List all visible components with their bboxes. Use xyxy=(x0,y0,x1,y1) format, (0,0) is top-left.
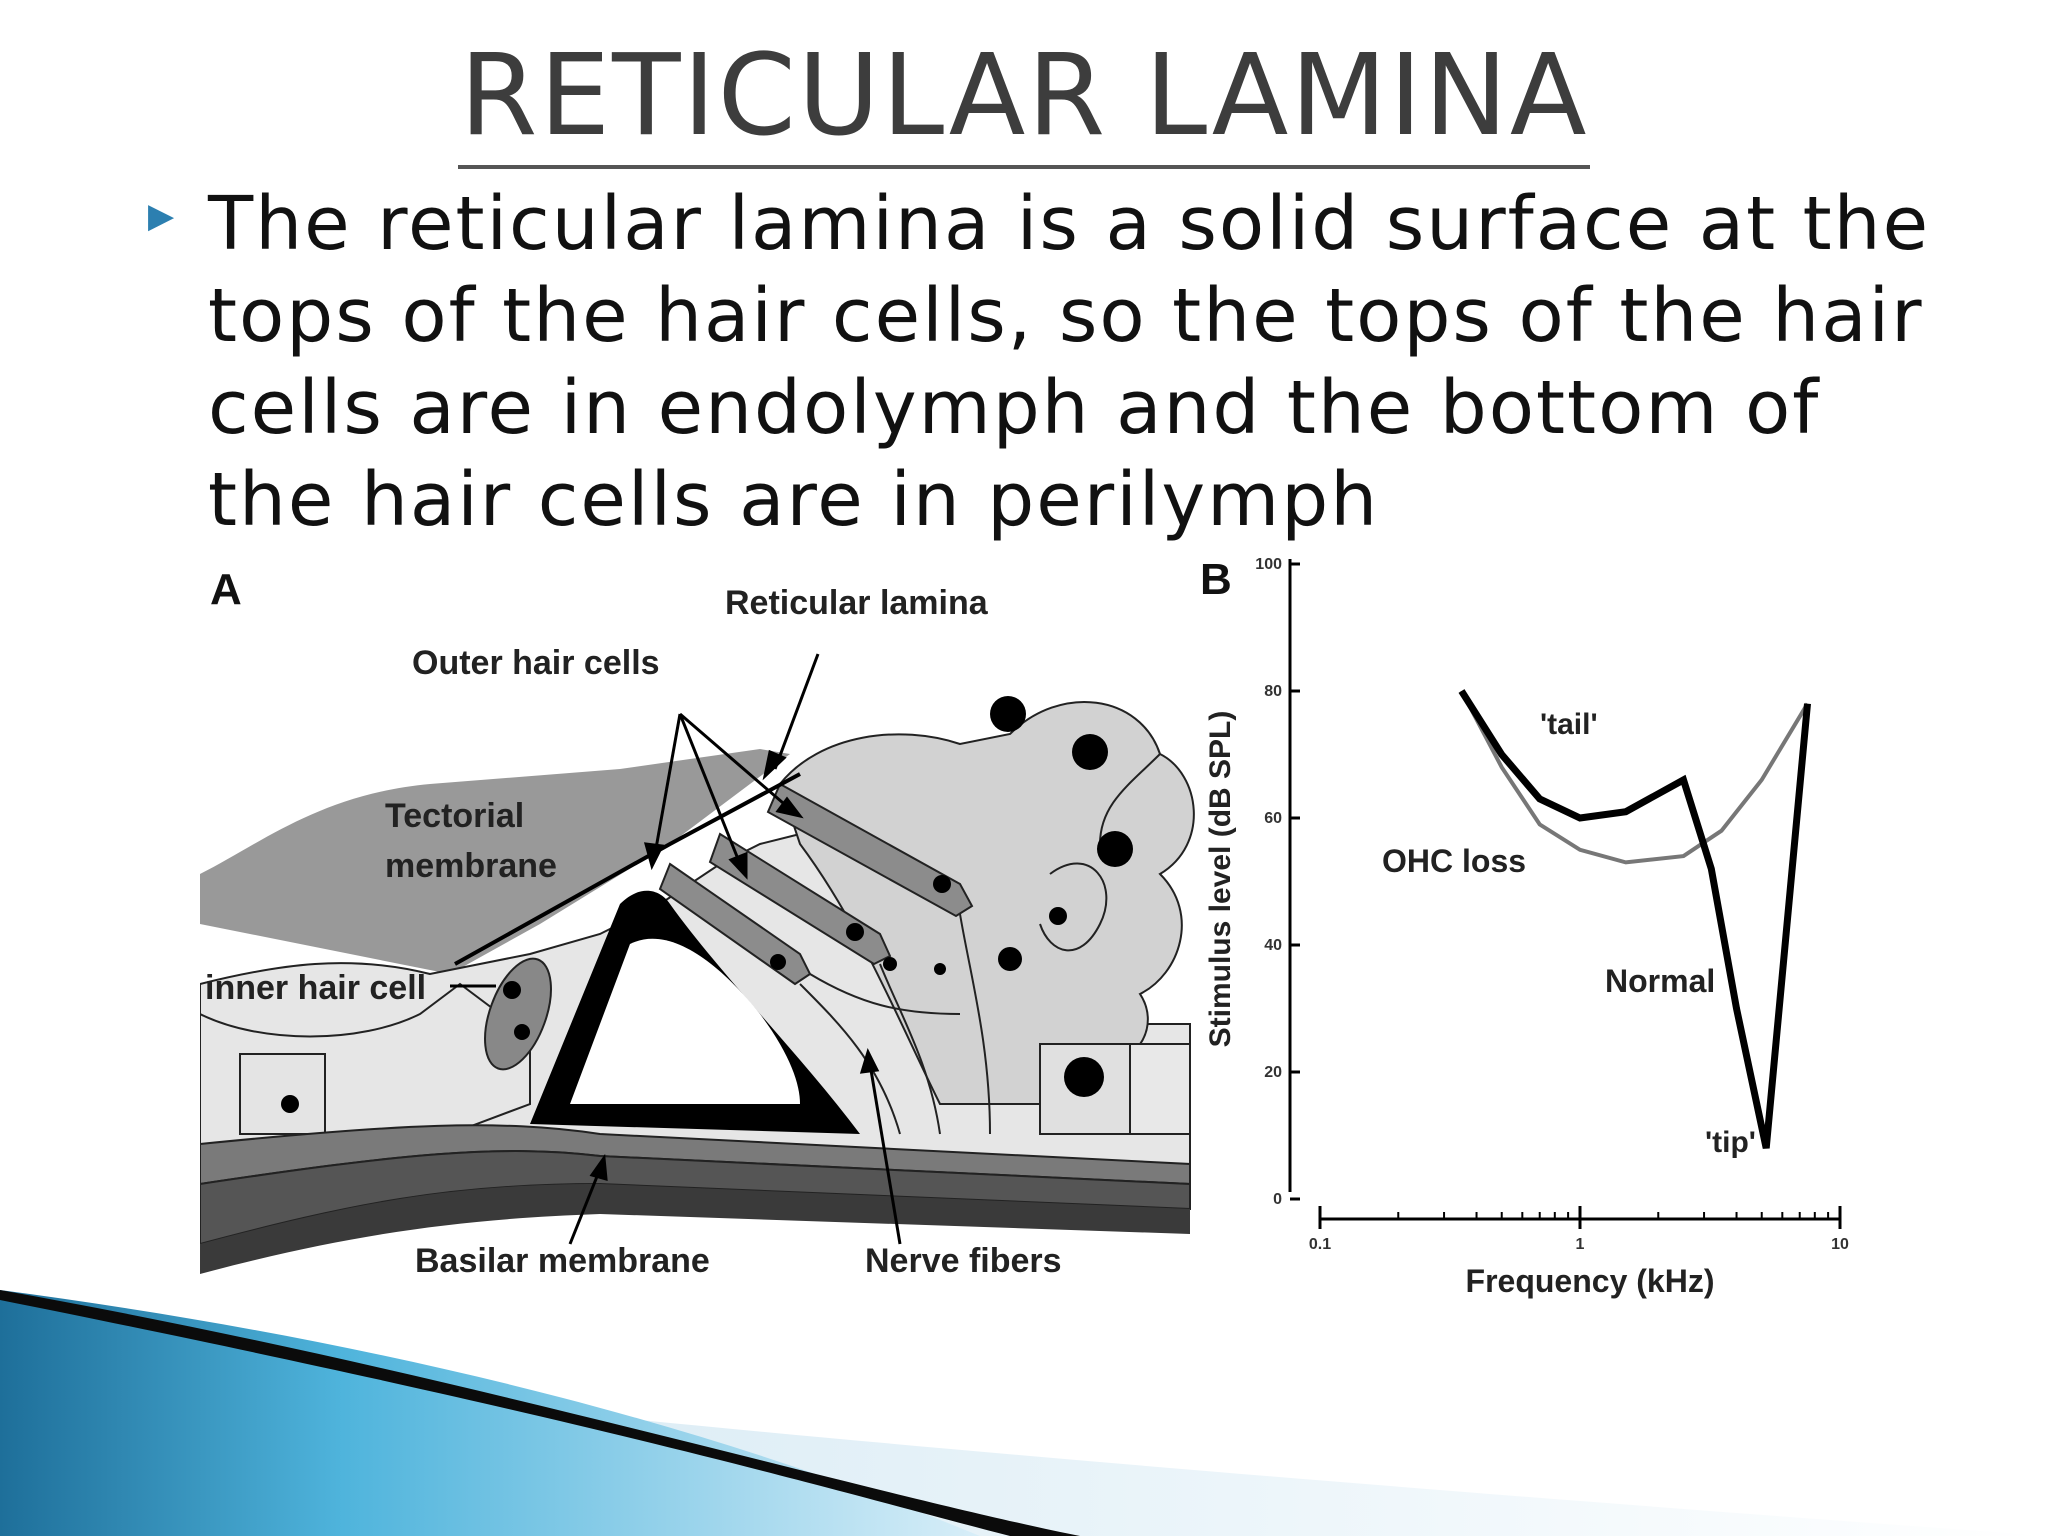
reticular-lamina-label: Reticular lamina xyxy=(725,584,989,622)
decorative-swoosh xyxy=(0,1290,2048,1536)
x-tick-label: 10 xyxy=(1831,1236,1849,1253)
triangle-right-icon: ▶ xyxy=(148,196,175,236)
outer-hair-cells-label: Outer hair cells xyxy=(412,644,660,682)
cochlea-figure: A Reticular lamina Outer hair cells Tect… xyxy=(199,544,1880,1314)
panel-b-chart: B 0 20 40 60 80 100 0.1 1 10 Stimulus level (dB… xyxy=(1200,555,1849,1299)
y-tick-label: 80 xyxy=(1264,683,1282,700)
x-tick-label: 1 xyxy=(1576,1236,1585,1253)
basilar-membrane-label: Basilar membrane xyxy=(415,1242,710,1280)
ohc-loss-annotation: OHC loss xyxy=(1382,843,1526,879)
x-tick-label: 0.1 xyxy=(1309,1236,1331,1253)
panel-b-label: B xyxy=(1200,555,1232,604)
y-tick-label: 40 xyxy=(1264,937,1282,954)
tip-annotation: 'tip' xyxy=(1705,1126,1756,1159)
inner-hair-cell-label: inner hair cell xyxy=(205,969,426,1007)
x-axis-label: Frequency (kHz) xyxy=(1466,1263,1715,1299)
y-tick-label: 100 xyxy=(1255,556,1282,573)
y-tick-label: 20 xyxy=(1264,1064,1282,1081)
ohc-loss-curve xyxy=(1459,690,1810,865)
panel-a-diagram: A Reticular lamina Outer hair cells Tect… xyxy=(199,565,1195,1280)
tail-annotation: 'tail' xyxy=(1540,708,1598,741)
slide-title: RETICULAR LAMINA xyxy=(0,31,2048,169)
y-tick-label: 60 xyxy=(1264,810,1282,827)
nerve-fibers-label: Nerve fibers xyxy=(865,1242,1062,1280)
panel-a-label: A xyxy=(210,565,242,614)
normal-annotation: Normal xyxy=(1605,963,1715,999)
y-tick-label: 0 xyxy=(1273,1191,1282,1208)
slide-body-text: The reticular lamina is a solid surface … xyxy=(208,181,1931,543)
y-axis-label: Stimulus level (dB SPL) xyxy=(1204,711,1237,1048)
tectorial-membrane-label-2: membrane xyxy=(385,847,557,885)
normal-curve xyxy=(1458,689,1811,1149)
tectorial-membrane-label-1: Tectorial xyxy=(385,797,524,835)
